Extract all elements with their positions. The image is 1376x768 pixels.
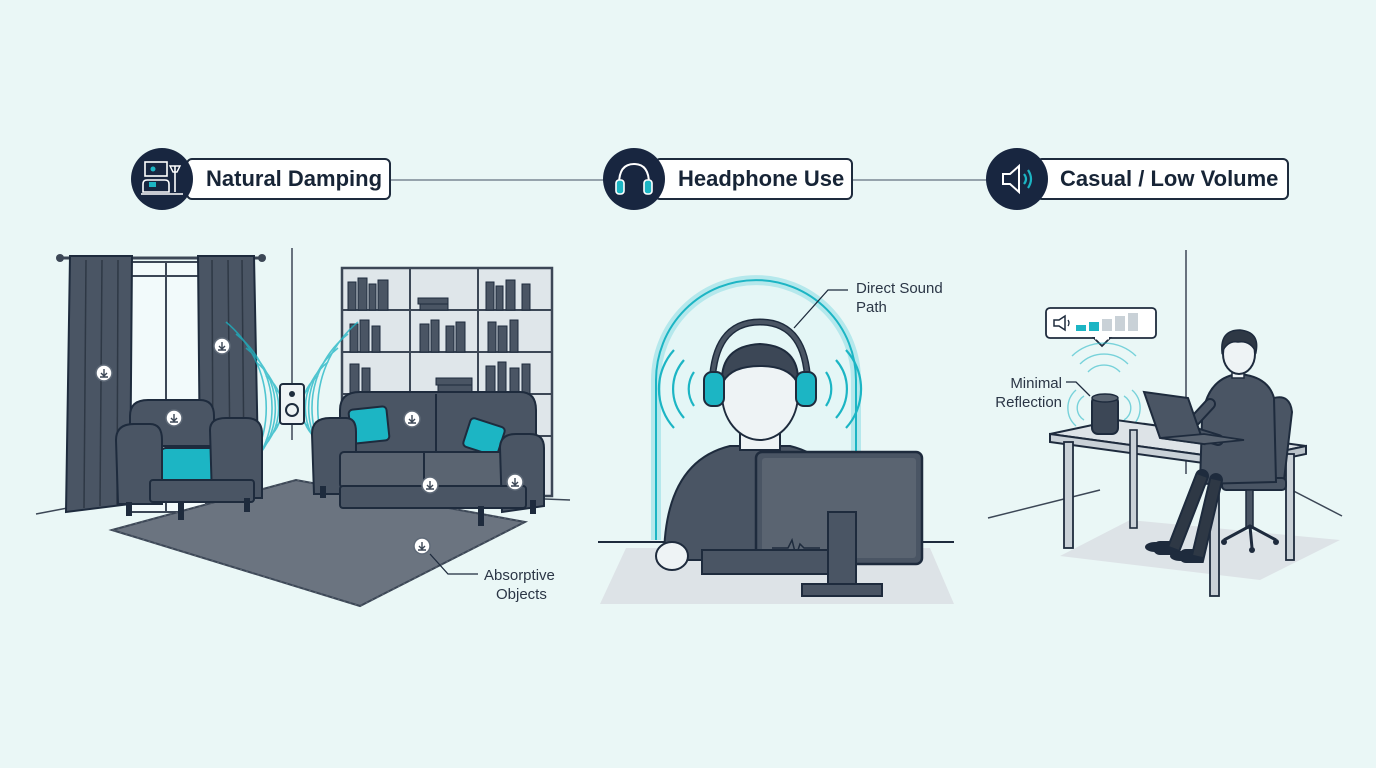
header-natural-damping: Natural Damping [186, 158, 391, 200]
panel-headphone-use [598, 275, 954, 604]
header-headphone-use: Headphone Use [654, 158, 853, 200]
headphone-sound-waves [657, 349, 863, 429]
minimal-label-line-2: Reflection [995, 394, 1062, 411]
monitor [754, 450, 924, 597]
smart-speaker-waves [1067, 342, 1141, 427]
living-room-icon [131, 148, 193, 210]
absorptive-leader-line [429, 553, 478, 575]
panel-natural-damping [35, 248, 571, 608]
volume-bubble [1045, 307, 1157, 348]
laptop [1142, 390, 1245, 446]
armchair [114, 399, 263, 520]
speaker-low-icon [986, 148, 1048, 210]
minimal-reflection-label: Minimal Reflection [986, 374, 1062, 412]
smart-speaker [1091, 393, 1119, 435]
minimal-reflection-leader-line [1066, 381, 1091, 397]
person-laptop [1145, 329, 1278, 563]
absorb-marker-icon [506, 473, 524, 491]
direct-path-leader-line [793, 289, 848, 329]
sofa [310, 391, 545, 526]
header-casual-low-volume: Casual / Low Volume [1036, 158, 1289, 200]
direct-sound-dome [655, 279, 857, 540]
header-casual-low-volume-label: Casual / Low Volume [1060, 166, 1279, 191]
absorb-marker-icon [421, 476, 439, 494]
absorptive-label-line-1: Absorptive [484, 567, 555, 584]
absorb-marker-icon [413, 537, 431, 555]
absorption-markers [95, 337, 524, 555]
absorptive-label-line-2: Objects [496, 586, 547, 603]
absorb-marker-icon [165, 409, 183, 427]
absorb-marker-icon [95, 364, 113, 382]
minimal-label-line-1: Minimal [1010, 375, 1062, 392]
volume-icon [1053, 314, 1070, 332]
keyboard [701, 549, 829, 575]
header-headphone-use-label: Headphone Use [678, 166, 845, 191]
headphones-icon [603, 148, 665, 210]
absorb-marker-icon [213, 337, 231, 355]
absorb-marker-icon [403, 410, 421, 428]
absorptive-objects-label: Absorptive Objects [484, 566, 555, 604]
speaker [279, 383, 305, 425]
direct-sound-path-label: Direct Sound Path [856, 279, 943, 317]
direct-label-line-1: Direct Sound [856, 280, 943, 297]
panel-casual-low-volume [987, 250, 1343, 597]
header-natural-damping-label: Natural Damping [206, 166, 383, 191]
volume-level-bars [1076, 313, 1138, 331]
direct-label-line-2: Path [856, 299, 887, 316]
